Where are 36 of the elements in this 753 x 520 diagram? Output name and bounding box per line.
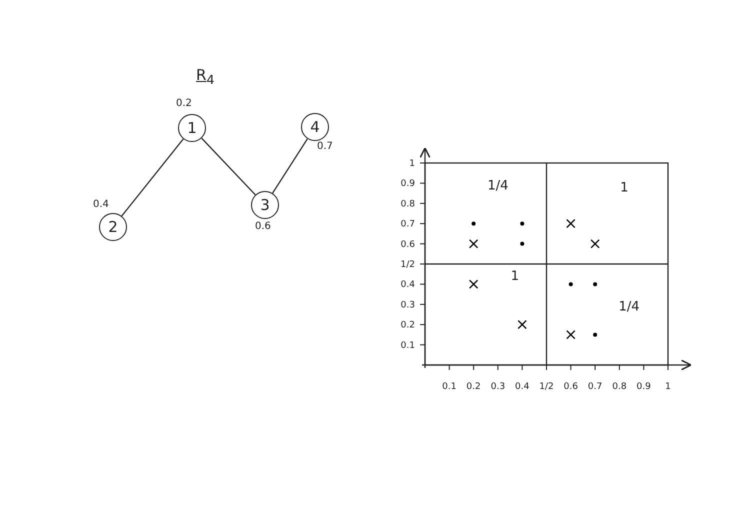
- tick-label: 0.9: [636, 382, 651, 392]
- tick-label: 0.2: [400, 320, 415, 331]
- tick-label: 1/2: [400, 260, 415, 270]
- tick-label: 0.3: [400, 300, 415, 310]
- tick-label: 0.3: [490, 382, 506, 392]
- tick-label: 0.9: [400, 179, 415, 190]
- tick-label: 0.8: [400, 199, 415, 210]
- tick-label: 0.4: [400, 280, 415, 290]
- edge-line: [121, 138, 184, 216]
- node-circle: 3: [251, 191, 279, 219]
- quadrant-label: 1: [510, 269, 520, 284]
- quadrant-label: 1: [620, 180, 628, 196]
- value-label: 0.7: [317, 141, 333, 152]
- tick-label: 0.7: [400, 220, 415, 230]
- value-label: 0.4: [93, 199, 109, 210]
- tick-label: 0.1: [442, 382, 456, 392]
- graph-title: R$_{4}$: [196, 66, 214, 87]
- tick-label: 0.4: [515, 382, 530, 392]
- quadrant-label: 1/4: [487, 178, 508, 194]
- value-label: 0.2: [176, 98, 192, 109]
- node-circle: 1: [178, 114, 206, 142]
- tick-label: 0.6: [564, 382, 578, 392]
- tick-label: 1: [665, 382, 671, 392]
- edge-line: [201, 138, 256, 196]
- tick-label: 1/2: [539, 382, 554, 392]
- tick-label: 0.8: [612, 382, 627, 392]
- node-circle: 4: [301, 113, 329, 141]
- node-circle: 2: [99, 213, 127, 241]
- edge-line: [272, 138, 308, 194]
- tick-label: 0.2: [466, 382, 481, 392]
- quadrant-label: 1/4: [618, 299, 640, 314]
- tick-label: 0.1: [400, 340, 415, 351]
- value-label: 0.6: [255, 221, 271, 232]
- tick-label: 1: [409, 159, 415, 169]
- tick-label: 0.6: [400, 240, 415, 250]
- tick-label: 0.7: [588, 382, 602, 392]
